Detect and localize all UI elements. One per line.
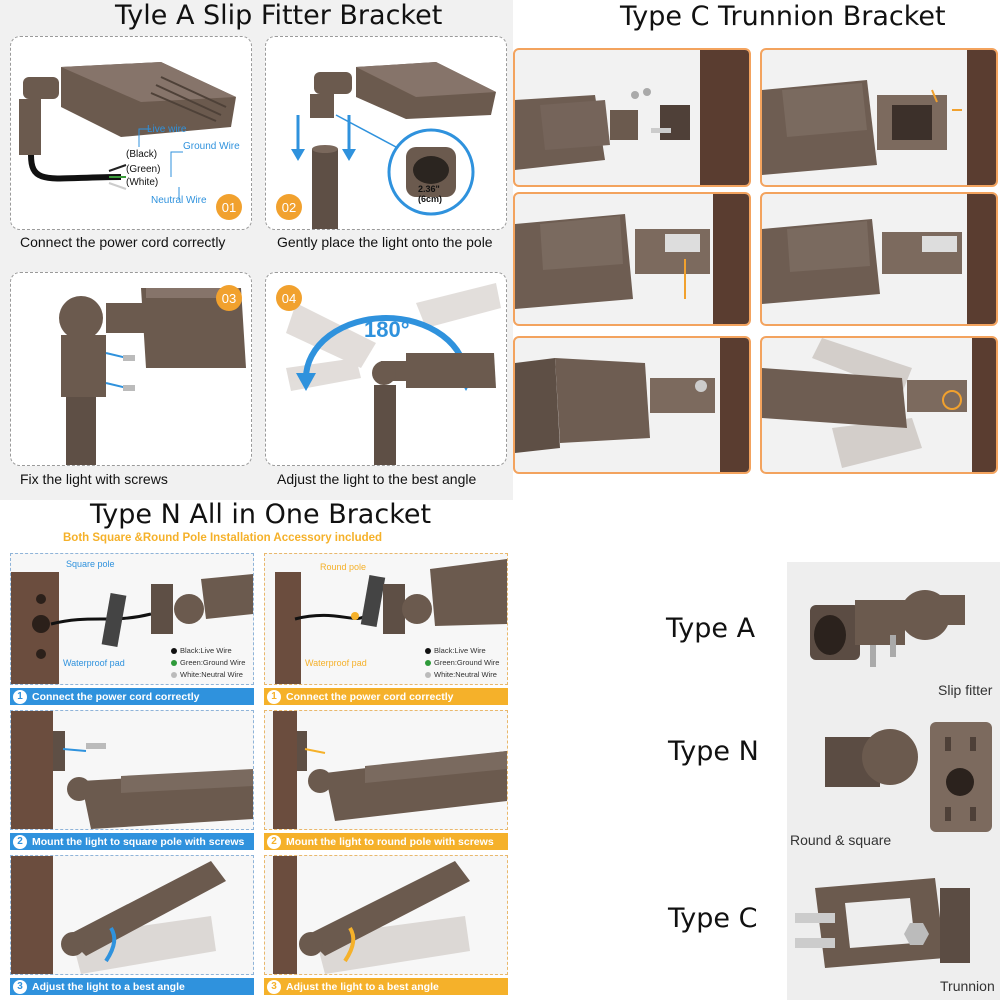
legend-white-right: White:Neutral Wire xyxy=(425,670,499,679)
slip-fitter-bracket-image xyxy=(810,590,965,667)
type-n-square-panel-2 xyxy=(10,710,254,830)
type-n-square-panel-3 xyxy=(10,855,254,975)
pole-diameter-inch: 2.36" xyxy=(418,184,440,194)
legend-white: White:Neutral Wire xyxy=(171,670,245,679)
legend-green-right: Green:Ground Wire xyxy=(425,658,499,667)
trunnion-bracket-image xyxy=(795,878,970,968)
type-c-panel-4 xyxy=(760,192,998,326)
type-a-label: Type A xyxy=(666,613,756,644)
type-a-caption-4: Adjust the light to the best angle xyxy=(277,471,477,487)
type-n-round-panel-1: Round pole Waterproof pad Black:Live Wir… xyxy=(264,553,508,685)
adjust-angle-illustration xyxy=(286,283,501,465)
wire-legend-right: Black:Live Wire Green:Ground Wire White:… xyxy=(425,646,499,682)
live-wire-label: Live wire xyxy=(147,124,187,135)
step-badge-01: 01 xyxy=(216,194,242,220)
neutral-wire-label: Neutral Wire xyxy=(151,195,207,206)
square-pole-adjust-illustration xyxy=(11,856,226,974)
type-n-square-panel-1: Square pole Waterproof pad Black:Live Wi… xyxy=(10,553,254,685)
type-c-label: Type C xyxy=(668,903,758,934)
square-pole-wiring-illustration xyxy=(11,572,253,684)
type-a-panel-1: Live wire Ground Wire (Black) (Green) (W… xyxy=(10,36,252,230)
step-badge-04: 04 xyxy=(276,285,302,311)
type-c-panel-2 xyxy=(760,48,998,187)
all-in-one-bracket-image xyxy=(825,722,992,832)
slip-fitter-light-illustration xyxy=(19,62,236,199)
type-n-title: Type N All in One Bracket xyxy=(90,499,432,530)
type-a-title: Tyle A Slip Fitter Bracket xyxy=(115,0,443,31)
white-wire-label: (White) xyxy=(126,177,159,188)
type-n-round-panel-3 xyxy=(264,855,508,975)
type-c-title: Type C Trunnion Bracket xyxy=(620,1,946,32)
type-a-panel-3: 03 xyxy=(10,272,252,466)
trunnion-mounted-illustration xyxy=(515,338,749,472)
type-c-panel-3 xyxy=(513,192,751,326)
type-a-caption-2: Gently place the light onto the pole xyxy=(277,234,493,250)
step-badge-03: 03 xyxy=(216,285,242,311)
legend-black-right: Black:Live Wire xyxy=(425,646,499,655)
type-a-panel-2: 2.36" (6cm) 02 xyxy=(265,36,507,230)
fix-screws-illustration xyxy=(59,288,246,465)
type-a-caption-1: Connect the power cord correctly xyxy=(20,234,226,250)
round-pole-adjust-illustration xyxy=(273,856,470,974)
trunnion-tighten-illustration xyxy=(762,194,996,324)
round-pole-label: Round pole xyxy=(320,562,367,572)
green-wire-label: (Green) xyxy=(126,164,161,175)
trunnion-rotate-illustration xyxy=(762,338,996,472)
waterproof-pad-label-left: Waterproof pad xyxy=(63,658,125,668)
trunnion-assemble-illustration xyxy=(762,50,996,185)
trunnion-bolt-illustration xyxy=(515,194,749,324)
round-pole-mount-illustration xyxy=(273,711,507,829)
type-n-label: Type N xyxy=(668,736,759,767)
type-c-panel-6 xyxy=(760,336,998,474)
slip-fitter-label: Slip fitter xyxy=(938,682,993,698)
pole-placement-illustration xyxy=(291,62,496,229)
legend-green: Green:Ground Wire xyxy=(171,658,245,667)
round-pole-wiring-illustration xyxy=(275,559,507,684)
type-c-panel-1 xyxy=(513,48,751,187)
wire-legend-left: Black:Live Wire Green:Ground Wire White:… xyxy=(171,646,245,682)
type-c-panel-5 xyxy=(513,336,751,474)
square-pole-label: Square pole xyxy=(66,559,115,569)
trunnion-label: Trunnion xyxy=(940,978,995,994)
black-wire-label: (Black) xyxy=(126,149,158,160)
pole-diameter-cm: (6cm) xyxy=(418,194,443,204)
type-n-round-panel-2 xyxy=(264,710,508,830)
type-a-caption-3: Fix the light with screws xyxy=(20,471,168,487)
ground-wire-label: Ground Wire xyxy=(183,141,240,152)
round-square-label: Round & square xyxy=(790,832,892,848)
angle-label: 180° xyxy=(364,317,410,342)
legend-black: Black:Live Wire xyxy=(171,646,245,655)
square-pole-mount-illustration xyxy=(11,711,253,829)
step-badge-02: 02 xyxy=(276,194,302,220)
type-a-panel-4: 180° 04 xyxy=(265,272,507,466)
trunnion-exploded-illustration xyxy=(515,50,749,185)
type-n-subtitle: Both Square &Round Pole Installation Acc… xyxy=(63,532,383,544)
type-a-section: Tyle A Slip Fitter Bracket Live wire Gro… xyxy=(0,0,513,500)
waterproof-pad-label-right: Waterproof pad xyxy=(305,658,367,668)
